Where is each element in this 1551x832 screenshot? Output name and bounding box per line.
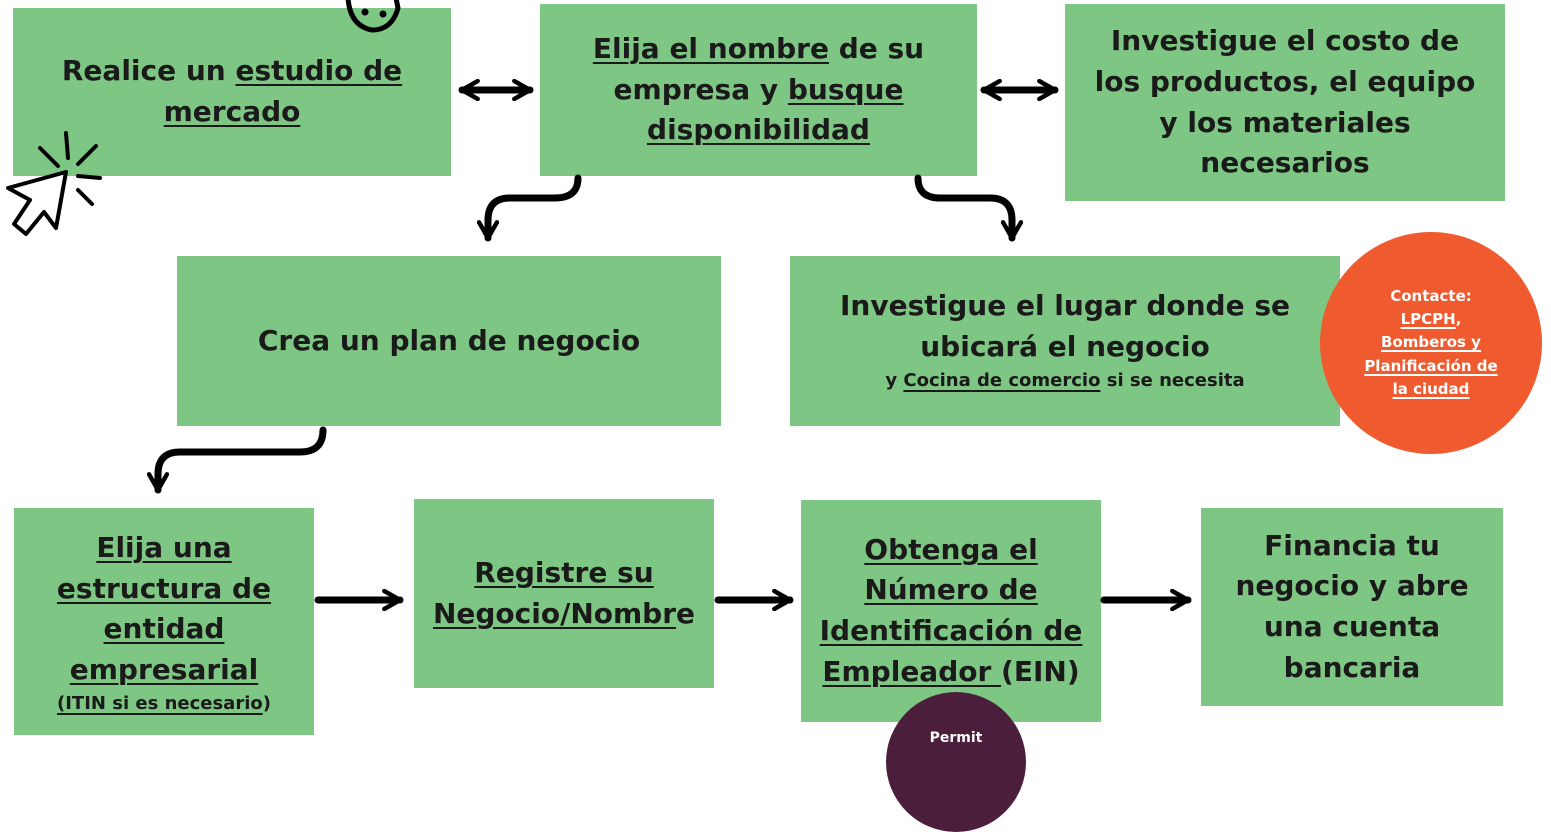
availability-link[interactable]: busque xyxy=(787,72,904,106)
finance-line-2: negocio y abre xyxy=(1235,569,1469,603)
city-planning-link-cont[interactable]: la ciudad xyxy=(1392,379,1470,398)
finance-line-3: una cuenta xyxy=(1263,610,1441,643)
finance-line-1: Financia tu xyxy=(1264,528,1440,562)
box-research-costs: Investigue el costo de los productos, el… xyxy=(1065,4,1505,201)
curved-arrow-entity xyxy=(146,426,327,494)
lpcph-link[interactable]: LPCPH xyxy=(1400,310,1456,329)
permit-label: Permit xyxy=(929,730,983,746)
itin-link[interactable]: (ITIN si es necesario xyxy=(57,693,263,715)
ein-link-2[interactable]: Número de xyxy=(864,573,1038,607)
research-costs-line-4: necesarios xyxy=(1200,146,1370,180)
contact-label: Contacte: xyxy=(1390,286,1472,305)
register-link-cont[interactable]: Negocio/Nombr xyxy=(432,596,677,630)
ein-link-1[interactable]: Obtenga el xyxy=(864,532,1038,566)
box-register: Registre su Negocio/Nombre xyxy=(414,499,714,688)
box-business-plan: Crea un plan de negocio xyxy=(177,256,721,426)
company-name-text2: empresa y xyxy=(613,72,788,106)
box-market-study: Realice un estudio de mercado xyxy=(13,8,451,176)
research-costs-line-1: Investigue el costo de xyxy=(1110,24,1460,58)
market-study-link[interactable]: estudio de xyxy=(235,54,403,88)
company-name-link[interactable]: Elija el nombre xyxy=(592,32,829,66)
itin-close: ) xyxy=(262,693,271,715)
box-company-name: Elija el nombre de su empresa y busque d… xyxy=(540,4,977,176)
market-study-text: Realice un xyxy=(61,54,236,88)
ein-link-4[interactable]: Empleador xyxy=(822,654,1002,688)
entity-structure-link-3[interactable]: entidad xyxy=(103,612,225,646)
availability-link-cont[interactable]: disponibilidad xyxy=(647,113,870,147)
city-planning-link[interactable]: Planificación de xyxy=(1364,356,1498,375)
box-entity-structure: Elija una estructura de entidad empresar… xyxy=(14,508,314,735)
company-name-text: de su xyxy=(828,32,925,66)
box-location: Investigue el lugar donde se ubicará el … xyxy=(790,256,1340,426)
contact-comma: , xyxy=(1455,310,1462,329)
entity-structure-link-1[interactable]: Elija una xyxy=(96,530,232,564)
business-plan-text: Crea un plan de negocio xyxy=(257,323,641,357)
curved-arrow-location xyxy=(914,174,1024,242)
box-finance: Financia tu negocio y abre una cuenta ba… xyxy=(1201,508,1503,706)
ein-link-3[interactable]: Identificación de xyxy=(819,614,1083,647)
location-small-3: si se necesita xyxy=(1100,370,1245,392)
curved-arrow-plan xyxy=(476,174,582,242)
permit-circle: Permit xyxy=(886,692,1026,832)
firefighters-link[interactable]: Bomberos y xyxy=(1381,333,1481,352)
location-small-1: y xyxy=(885,370,904,392)
box-ein: Obtenga el Número de Identificación de E… xyxy=(801,500,1101,722)
commercial-kitchen-link[interactable]: Cocina de comercio xyxy=(903,370,1101,392)
location-line-2: ubicará el negocio xyxy=(920,329,1210,363)
research-costs-line-2: los productos, el equipo xyxy=(1094,64,1476,98)
ein-abbrev: (EIN) xyxy=(1001,654,1080,688)
entity-structure-link-4[interactable]: empresarial xyxy=(69,652,259,686)
finance-line-4: bancaria xyxy=(1283,650,1421,684)
location-line-1: Investigue el lugar donde se xyxy=(840,289,1290,322)
market-study-link-cont[interactable]: mercado xyxy=(163,95,301,128)
research-costs-line-3: y los materiales xyxy=(1159,105,1411,139)
register-tail: e xyxy=(676,596,696,630)
register-link[interactable]: Registre su xyxy=(474,555,654,589)
contact-circle: Contacte: LPCPH, Bomberos y Planificació… xyxy=(1320,232,1542,454)
entity-structure-link-2[interactable]: estructura de xyxy=(56,571,272,605)
